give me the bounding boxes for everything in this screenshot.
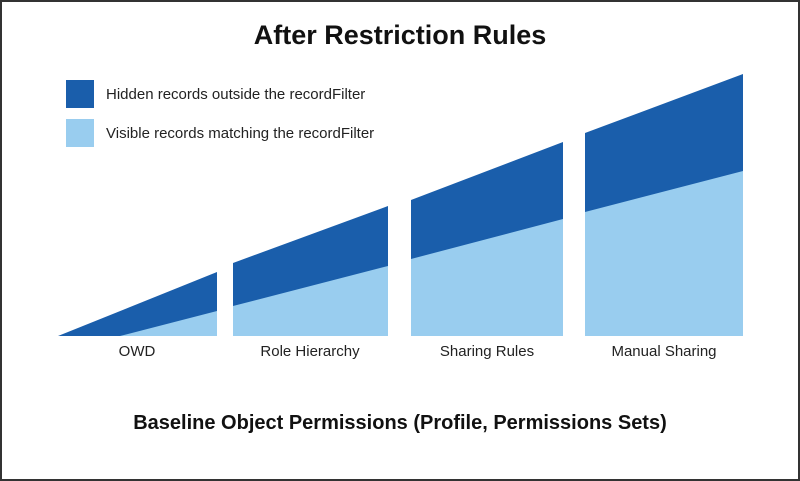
visible-records-area-4 (585, 171, 743, 336)
category-label-manual-sharing: Manual Sharing (611, 343, 717, 360)
legend-swatch-hidden (66, 80, 94, 108)
diagram-title: After Restriction Rules (253, 20, 547, 50)
visible-records-area-1 (120, 311, 217, 336)
category-label-role-hierarchy: Role Hierarchy (260, 343, 360, 360)
hidden-records-area-1 (58, 272, 217, 336)
category-label-sharing-rules: Sharing Rules (439, 343, 535, 360)
visible-records-area-2 (233, 266, 388, 336)
legend-item-hidden: Hidden records outside the recordFilter (66, 80, 365, 108)
visible-records-area-3 (411, 219, 563, 336)
legend-label-hidden: Hidden records outside the recordFilter (106, 85, 366, 103)
legend-item-visible: Visible records matching the recordFilte… (66, 119, 374, 147)
baseline-caption: Baseline Object Permissions (Profile, Pe… (133, 412, 667, 434)
category-label-owd: OWD (118, 343, 156, 360)
legend-label-visible: Visible records matching the recordFilte… (106, 124, 375, 142)
legend-swatch-visible (66, 119, 94, 147)
